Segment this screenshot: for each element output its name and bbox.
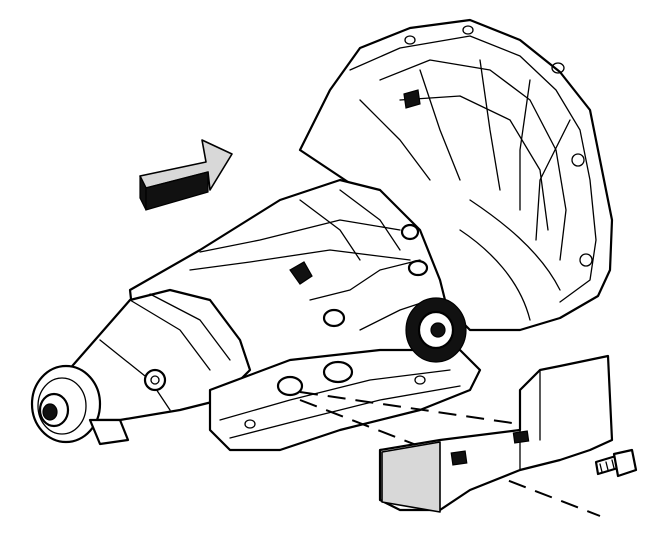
direction-arrow-icon <box>139 139 233 211</box>
mount-boss <box>405 297 467 363</box>
support-bracket <box>378 354 614 513</box>
extension-housing <box>58 288 252 422</box>
bolt-icon <box>594 448 638 478</box>
output-flange <box>30 364 130 446</box>
oil-pan <box>208 348 482 452</box>
alignment-lines <box>299 391 601 517</box>
